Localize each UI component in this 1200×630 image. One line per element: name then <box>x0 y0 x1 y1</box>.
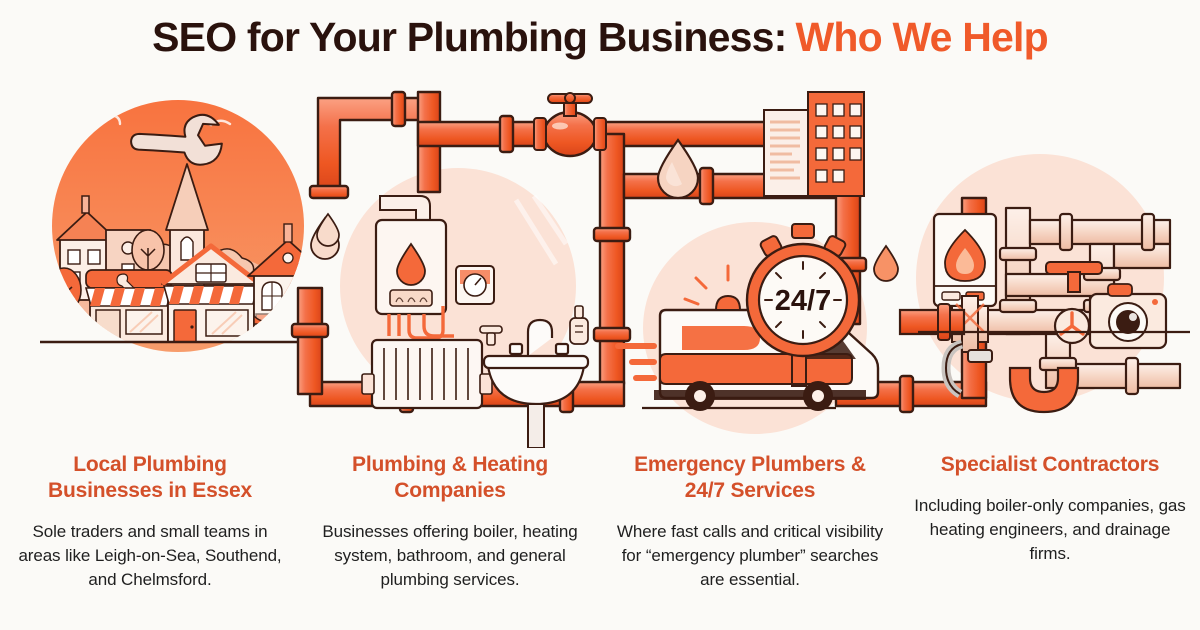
drain-trap <box>1008 366 1080 414</box>
blob-highlight <box>513 194 569 266</box>
basin-tap-icon <box>508 318 570 356</box>
shop-hardware <box>84 269 174 343</box>
radiator-valve-right <box>479 373 493 395</box>
page-title: SEO for Your Plumbing Business:Who We He… <box>0 14 1200 61</box>
pipe-inlet-panel-4 <box>898 308 966 336</box>
flexible-hose <box>941 339 993 398</box>
radiator-valve-left <box>361 373 375 395</box>
illustration-band: 24/7 <box>0 78 1200 448</box>
column-title: Emergency Plumbers & 24/7 Services <box>634 453 866 502</box>
column-title: Local Plumbing Businesses in Essex <box>48 453 252 502</box>
column-body: Including boiler-only companies, gas hea… <box>914 495 1186 564</box>
pipe-network <box>290 90 994 414</box>
boiler-flue <box>379 195 431 221</box>
wash-basin <box>482 354 590 448</box>
panel-4-specialist <box>898 206 1190 414</box>
column-body: Where fast calls and critical visibility… <box>616 521 884 589</box>
panel-3-emergency: 24/7 <box>615 91 880 411</box>
page-title-accent: Who We Help <box>795 14 1048 60</box>
stopwatch-icon: 24/7 <box>745 223 861 358</box>
column-body: Sole traders and small teams in areas li… <box>18 521 282 589</box>
boiler-control-left <box>941 291 961 301</box>
wrench-icon <box>130 113 223 166</box>
pipe-collar <box>937 303 951 341</box>
gate-valve-handle-icon <box>1045 261 1103 293</box>
columns-row: Local Plumbing Businesses in Essex Sole … <box>0 452 1200 630</box>
gate-valve-icon <box>533 92 607 158</box>
speed-lines <box>615 343 657 381</box>
pipe-collar <box>390 90 407 128</box>
stopwatch-label: 24/7 <box>775 285 831 317</box>
inspection-camera-icon <box>1088 283 1168 350</box>
column-specialist-contractors: Specialist Contractors Including boiler-… <box>900 452 1200 630</box>
panel-2-boiler-heating <box>361 194 590 448</box>
boiler-flame-droplet <box>396 242 426 286</box>
water-droplet-small-panel-2 <box>316 212 340 247</box>
radiator <box>361 338 493 410</box>
city-buildings <box>763 91 865 197</box>
pipe-collar <box>308 184 350 200</box>
awning-centre <box>162 285 260 305</box>
pipe-vertical-far-left <box>296 286 324 396</box>
column-local-plumbing-businesses-in-essex: Local Plumbing Businesses in Essex Sole … <box>0 452 300 630</box>
column-title: Plumbing & Heating Companies <box>352 453 548 502</box>
wheel-valve-icon <box>1053 307 1091 345</box>
water-droplet-panel-3-right <box>873 244 899 282</box>
wall-valve-icon <box>479 325 503 346</box>
van-livery <box>682 326 760 350</box>
boiler-feed-pipes <box>387 306 454 340</box>
gas-boiler-flame-unit <box>932 212 998 318</box>
awning-left <box>84 287 174 307</box>
tree-icon-left <box>52 267 82 314</box>
column-body: Businesses offering boiler, heating syst… <box>322 521 578 589</box>
column-emergency-plumbers-and-247-services: Emergency Plumbers & 24/7 Services Where… <box>600 452 900 630</box>
basin-pedestal <box>527 403 545 448</box>
page-title-main: SEO for Your Plumbing Business: <box>152 14 787 60</box>
soap-dispenser-icon <box>569 305 589 345</box>
water-droplet-under-trunk <box>656 138 700 200</box>
column-plumbing-and-heating-companies: Plumbing & Heating Companies Businesses … <box>300 452 600 630</box>
column-title: Specialist Contractors <box>940 453 1160 476</box>
shop-centre <box>160 243 262 343</box>
panel-1-local-village <box>40 100 340 352</box>
